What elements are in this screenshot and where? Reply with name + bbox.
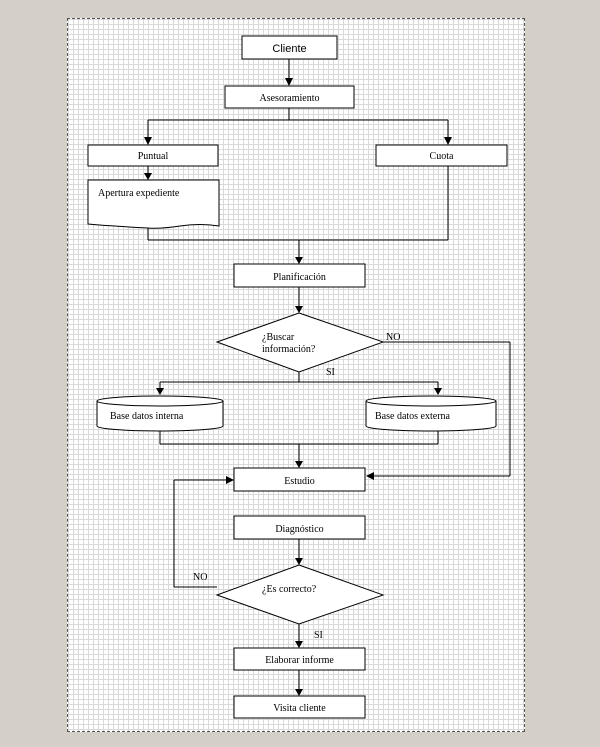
- decision-buscar-informacion: [215, 312, 385, 373]
- node-puntual: [87, 144, 219, 167]
- arrowhead: [144, 173, 152, 180]
- arrowhead: [285, 78, 293, 86]
- node-base-datos-externa: [365, 395, 497, 432]
- decision-correcto-label: ¿Es correcto?: [262, 584, 317, 595]
- edge-correcto-si-label: SI: [314, 630, 323, 641]
- arrowhead: [366, 472, 374, 480]
- arrowhead: [156, 388, 164, 395]
- node-estudio: [233, 467, 366, 492]
- node-estudio-label: Estudio: [284, 476, 315, 487]
- arrowhead: [295, 558, 303, 565]
- decision-buscar-label-2: información?: [262, 344, 316, 355]
- edge-buscar-si-label: SI: [326, 367, 335, 378]
- arrowhead: [444, 137, 452, 145]
- node-apertura-label: Apertura expediente: [98, 188, 180, 199]
- decision-buscar-label-1: ¿Buscar: [262, 332, 295, 343]
- node-cliente-label: Cliente: [272, 43, 306, 55]
- node-planificacion-label: Planificación: [273, 272, 326, 283]
- arrowhead: [295, 689, 303, 696]
- node-cuota: [375, 144, 508, 167]
- node-diagnostico-label: Diagnóstico: [275, 524, 323, 535]
- node-elaborar-label: Elaborar informe: [265, 655, 334, 666]
- node-cuota-label: Cuota: [430, 151, 454, 162]
- arrowhead: [295, 257, 303, 264]
- node-puntual-label: Puntual: [138, 151, 169, 162]
- arrowhead: [295, 306, 303, 313]
- node-visita-label: Visita cliente: [273, 703, 326, 714]
- node-base-datos-interna: [96, 395, 224, 432]
- node-base-externa-label: Base datos externa: [375, 411, 451, 422]
- arrowhead: [226, 476, 234, 484]
- node-visita-cliente: [233, 695, 366, 719]
- edge-correcto-no-label: NO: [193, 572, 207, 583]
- node-base-interna-label: Base datos interna: [110, 411, 184, 422]
- arrowhead: [295, 641, 303, 648]
- edge-buscar-no-label: NO: [386, 332, 400, 343]
- node-asesoramiento-label: Asesoramiento: [260, 93, 320, 104]
- arrowhead: [295, 461, 303, 468]
- node-apertura-expediente: [87, 179, 220, 229]
- arrowhead: [144, 137, 152, 145]
- arrowhead: [434, 388, 442, 395]
